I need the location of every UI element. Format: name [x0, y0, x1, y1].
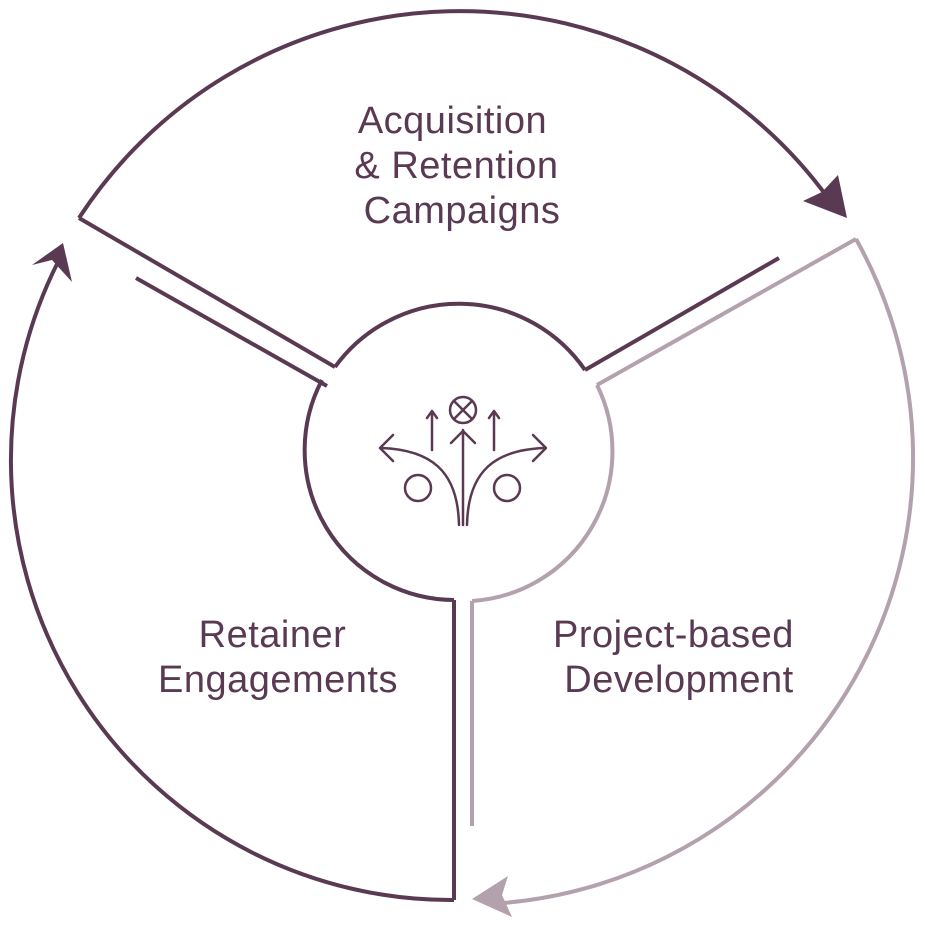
segment-project-outline — [502, 238, 916, 905]
segment-retainer — [8, 261, 456, 903]
label-project-line-2: Development — [564, 659, 793, 701]
label-project-line-1: Project-based — [553, 614, 794, 656]
label-retainer-line-1: Retainer — [199, 614, 347, 656]
segment-acquisition-left-accent — [135, 276, 328, 388]
segment-project-upper-edge — [596, 237, 857, 387]
label-acquisition-line-2: & Retention — [354, 145, 558, 187]
label-acquisition-line-1: Acquisition — [358, 100, 547, 142]
label-retainer: Retainer Engagements — [158, 614, 398, 701]
label-acquisition: Acquisition & Retention Campaigns — [354, 100, 569, 232]
label-retainer-line-2: Engagements — [158, 659, 398, 701]
segment-acquisition-right-edge — [584, 256, 780, 372]
segment-acquisition-outline — [77, 9, 830, 220]
arrowhead-project-icon — [472, 876, 512, 917]
segment-acquisition-left-edge — [77, 216, 337, 369]
diverging-arrows-strategy-icon — [378, 395, 548, 527]
label-project: Project-based Development — [553, 614, 805, 701]
segment-retainer-outline — [8, 261, 455, 903]
segment-project-inner-arc — [471, 384, 615, 603]
segment-acquisition — [77, 9, 830, 388]
arrowhead-retainer-icon — [32, 243, 72, 282]
label-acquisition-line-3: Campaigns — [364, 190, 561, 232]
segment-acquisition-inner-arc — [333, 301, 587, 372]
segment-project — [470, 237, 916, 905]
arrowhead-acquisition-icon — [803, 175, 847, 218]
segment-retainer-inner-arc — [302, 379, 455, 602]
